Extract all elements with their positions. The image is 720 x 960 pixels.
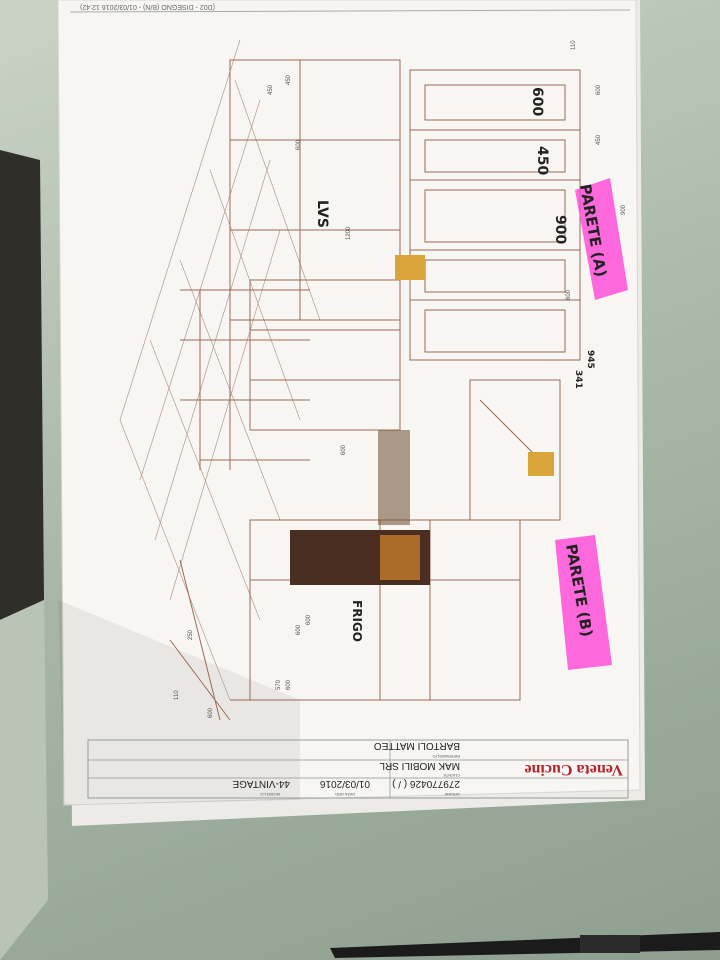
svg-text:600: 600 [296, 139, 302, 150]
order-value: 279770426 ( / ) [392, 778, 460, 789]
brand-logo: Veneta Cucine [524, 761, 623, 778]
date-value: 01/03/2016 [320, 778, 370, 789]
svg-text:450: 450 [286, 74, 292, 85]
note-600: 600 [529, 87, 545, 116]
svg-text:1200: 1200 [346, 226, 352, 240]
dimension-labels: 110 600 450 900 600 450 600 1200 600 600… [174, 40, 627, 718]
svg-text:600: 600 [341, 444, 347, 455]
model-label: MODELLO [260, 792, 280, 797]
svg-text:110: 110 [571, 40, 577, 50]
table-edge [0, 600, 48, 960]
model-value: 44-VINTAGE [232, 778, 290, 789]
svg-text:110: 110 [174, 690, 180, 700]
paper-sheet [57, 0, 641, 806]
svg-text:600: 600 [306, 614, 312, 625]
title-block: Veneta Cucine ORDINE 279770426 ( / ) DAT… [87, 739, 629, 799]
svg-text:900: 900 [621, 204, 627, 215]
tap-image [395, 255, 425, 280]
note-frigo: FRIGO [350, 600, 364, 642]
note-945: 945 [585, 350, 595, 369]
oven-door-image [380, 535, 420, 580]
note-450: 450 [534, 146, 550, 175]
svg-text:600: 600 [286, 679, 292, 690]
reference-label: RIFERIMENTO [433, 754, 460, 759]
svg-text:450: 450 [596, 134, 602, 145]
svg-text:570: 570 [276, 679, 282, 690]
highlight-parete-b [555, 535, 612, 670]
svg-text:600: 600 [208, 707, 214, 718]
kitchen-drawing [119, 39, 581, 721]
product-image [528, 452, 554, 476]
note-341: 341 [573, 370, 583, 389]
cooktop-image [378, 430, 410, 525]
svg-text:250: 250 [188, 629, 194, 640]
header-rule [69, 9, 631, 13]
order-label: ORDINE [444, 792, 460, 797]
client-value: MAK MOBILI SRL [379, 760, 460, 771]
client-label: CLIENTE [443, 773, 460, 778]
pen-grip [580, 935, 640, 953]
date-label: DATA ORD. [334, 792, 355, 797]
svg-text:600: 600 [596, 84, 602, 95]
highlight-parete-a [575, 178, 628, 300]
svg-text:450: 450 [268, 84, 274, 95]
note-lvs: LVS [314, 200, 330, 228]
pen [330, 932, 720, 958]
header-text: (D02 - DISEGNO (B/N) - 01/03/2016 12:42) [80, 3, 215, 10]
shadow [58, 600, 300, 805]
reference-value: BARTOLI MATTEO [374, 740, 460, 751]
svg-text:600: 600 [296, 624, 302, 635]
note-900: 900 [552, 215, 568, 244]
svg-text:600: 600 [566, 289, 572, 300]
dark-object [0, 150, 44, 620]
